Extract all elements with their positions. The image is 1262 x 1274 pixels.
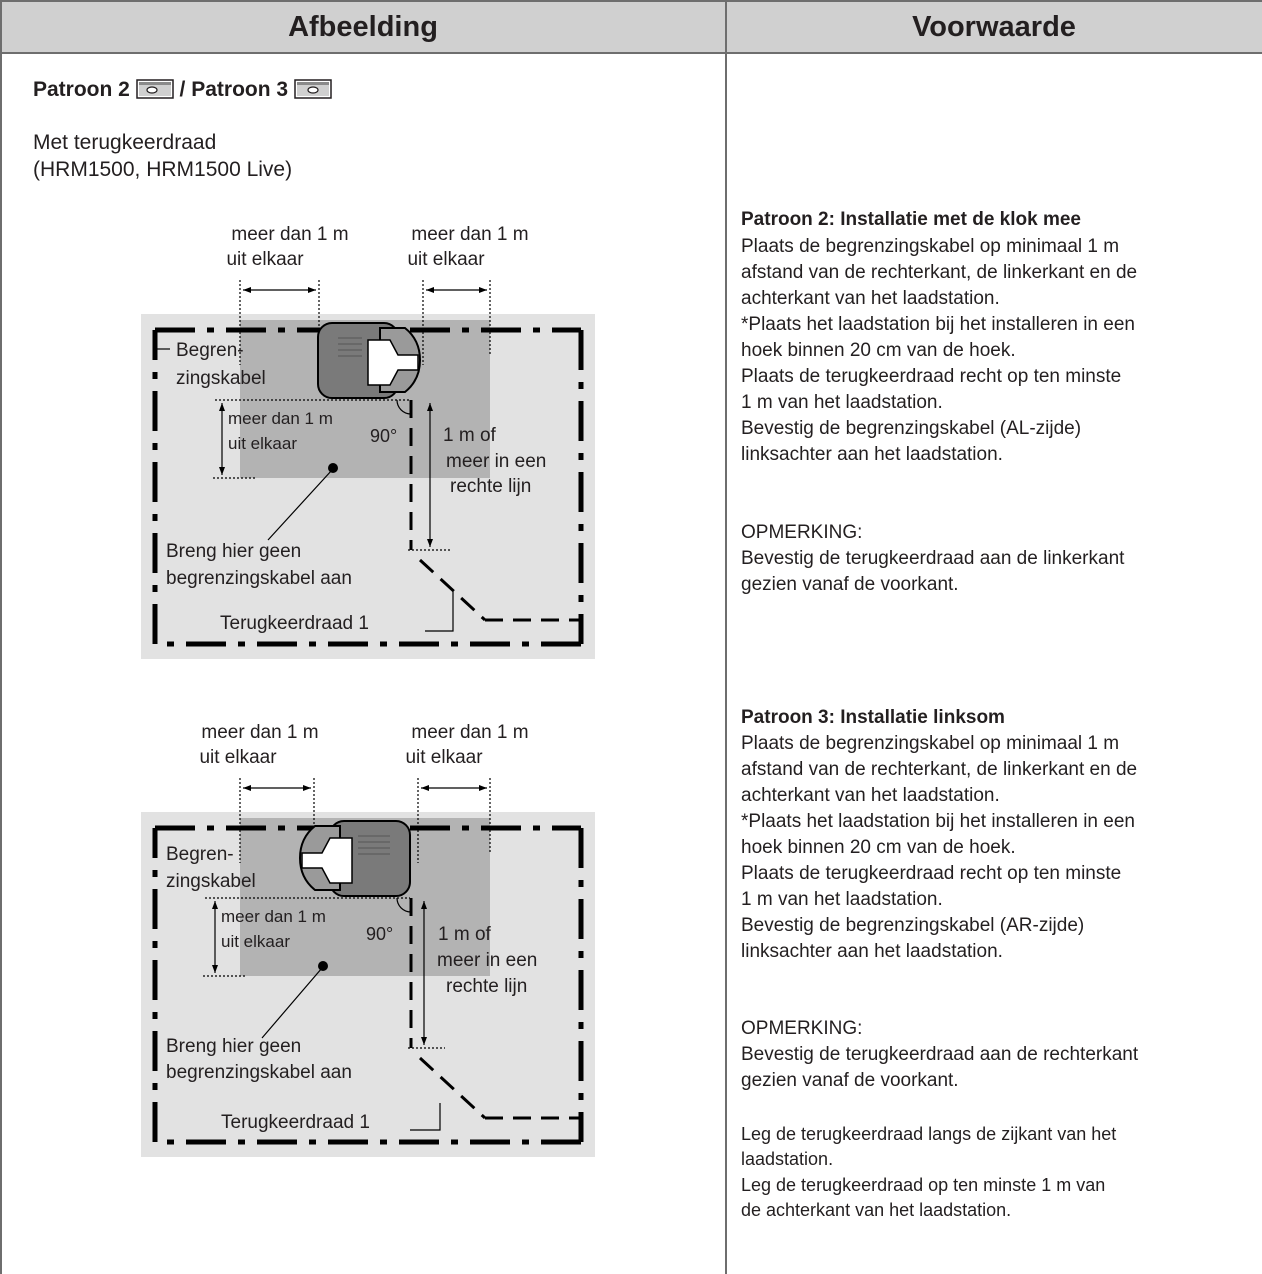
- straight-label-1: 1 m of: [438, 924, 492, 945]
- angle-label: 90°: [366, 924, 393, 944]
- dim-left-label-2: uit elkaar: [226, 249, 304, 270]
- pattern-2-note-line: gezien vanaf de voorkant.: [741, 574, 959, 595]
- table-left-border: [0, 0, 2, 1274]
- dim-right-label-1: meer dan 1 m: [411, 224, 528, 245]
- pattern-2-line: Plaats de begrenzingskabel op minimaal 1…: [741, 236, 1120, 257]
- pattern-2-line: *Plaats het laadstation bij het installe…: [741, 314, 1135, 335]
- dim-vert-label-2: uit elkaar: [228, 434, 297, 453]
- footer-note-line: Leg de terugkeerdraad op ten minste 1 m …: [741, 1175, 1106, 1195]
- no-cable-label-2: begrenzingskabel aan: [166, 568, 352, 589]
- pattern-3-line: 1 m van het laadstation.: [741, 889, 943, 910]
- dim-vert-label-1: meer dan 1 m: [221, 907, 326, 926]
- straight-label-3: rechte lijn: [450, 476, 531, 497]
- no-cable-label-2: begrenzingskabel aan: [166, 1062, 352, 1083]
- cable-label-1: Begren-: [166, 844, 234, 865]
- column-header-afbeelding: Afbeelding: [0, 0, 726, 54]
- charging-station-with-mower: [298, 820, 411, 897]
- straight-label-2: meer in een: [446, 451, 546, 472]
- cable-label-2: zingskabel: [166, 871, 256, 892]
- return-wire: [409, 898, 581, 1120]
- pattern-3-heading: Patroon 3: Installatie linksom: [741, 707, 1005, 728]
- footer-note-line: laadstation.: [741, 1149, 834, 1169]
- dim-left-label-1: meer dan 1 m: [231, 224, 348, 245]
- boundary-wire: [152, 825, 584, 1145]
- pattern-3-icon: [294, 79, 332, 105]
- pattern-2-line: Plaats de terugkeerdraad recht op ten mi…: [741, 366, 1122, 387]
- section-title: Patroon 2 / Patroon 3: [33, 78, 332, 105]
- diagram-pattern-3: meer dan 1 m uit elkaar meer dan 1 m uit…: [141, 722, 595, 1157]
- straight-label-2: meer in een: [437, 950, 537, 971]
- title-pattern-2: Patroon 2: [33, 78, 130, 101]
- dim-right-label-2: uit elkaar: [407, 249, 485, 270]
- pattern-2-line: afstand van de rechterkant, de linkerkan…: [741, 262, 1138, 283]
- cable-label-2: zingskabel: [176, 368, 266, 389]
- column-header-voorwaarde-label: Voorwaarde: [912, 11, 1076, 43]
- dim-vert-label-1: meer dan 1 m: [228, 409, 333, 428]
- charging-station-with-mower: [317, 322, 422, 399]
- pattern-3-line: linksachter aan het laadstation.: [741, 941, 1003, 962]
- return-wire-label: Terugkeerdraad 1: [220, 613, 369, 634]
- pattern-3-note-line: gezien vanaf de voorkant.: [741, 1070, 959, 1091]
- title-separator: /: [179, 78, 186, 101]
- dim-right-label-2: uit elkaar: [405, 747, 483, 768]
- dim-left-label-2: uit elkaar: [199, 747, 277, 768]
- subtitle-models: (HRM1500, HRM1500 Live): [33, 158, 293, 181]
- pattern-3-line: Plaats de terugkeerdraad recht op ten mi…: [741, 863, 1122, 884]
- pattern-2-line: linksachter aan het laadstation.: [741, 444, 1003, 465]
- subtitle-return-wire: Met terugkeerdraad: [33, 131, 217, 154]
- no-cable-label-1: Breng hier geen: [166, 541, 301, 562]
- dim-vert-label-2: uit elkaar: [221, 932, 290, 951]
- pattern-2-note-label: OPMERKING:: [741, 522, 863, 543]
- column-divider: [725, 0, 727, 1274]
- pattern-3-line: afstand van de rechterkant, de linkerkan…: [741, 759, 1138, 780]
- cable-label-1: Begren-: [176, 340, 244, 361]
- diagram-pattern-2: meer dan 1 m uit elkaar meer dan 1 m uit…: [141, 224, 595, 659]
- pattern-2-line: hoek binnen 20 cm van de hoek.: [741, 340, 1016, 361]
- title-pattern-3: Patroon 3: [191, 78, 289, 101]
- dim-left-label-1: meer dan 1 m: [201, 722, 318, 743]
- straight-label-3: rechte lijn: [446, 976, 527, 997]
- pattern-3-line: achterkant van het laadstation.: [741, 785, 1000, 806]
- pattern-3-line: *Plaats het laadstation bij het installe…: [741, 811, 1135, 832]
- pattern-3-line: Plaats de begrenzingskabel op minimaal 1…: [741, 733, 1120, 754]
- footer-note-line: Leg de terugkeerdraad langs de zijkant v…: [741, 1124, 1117, 1144]
- return-wire-label: Terugkeerdraad 1: [221, 1112, 370, 1133]
- footer-note-line: de achterkant van het laadstation.: [741, 1200, 1012, 1220]
- pattern-3-note-line: Bevestig de terugkeerdraad aan de rechte…: [741, 1044, 1139, 1065]
- pattern-2-icon: [135, 79, 174, 105]
- pattern-3-note-label: OPMERKING:: [741, 1018, 863, 1039]
- angle-label: 90°: [370, 426, 397, 446]
- pattern-2-line: achterkant van het laadstation.: [741, 288, 1000, 309]
- pattern-2-line: Bevestig de begrenzingskabel (AL-zijde): [741, 418, 1082, 439]
- boundary-wire: [152, 327, 584, 647]
- no-cable-label-1: Breng hier geen: [166, 1036, 301, 1057]
- pattern-2-note-line: Bevestig de terugkeerdraad aan de linker…: [741, 548, 1125, 569]
- pattern-2-heading: Patroon 2: Installatie met de klok mee: [741, 209, 1081, 230]
- column-header-afbeelding-label: Afbeelding: [288, 11, 438, 43]
- straight-label-1: 1 m of: [443, 425, 497, 446]
- pattern-3-line: Bevestig de begrenzingskabel (AR-zijde): [741, 915, 1085, 936]
- dim-right-label-1: meer dan 1 m: [411, 722, 528, 743]
- column-header-voorwaarde: Voorwaarde: [726, 0, 1262, 54]
- pattern-2-line: 1 m van het laadstation.: [741, 392, 943, 413]
- pattern-3-line: hoek binnen 20 cm van de hoek.: [741, 837, 1016, 858]
